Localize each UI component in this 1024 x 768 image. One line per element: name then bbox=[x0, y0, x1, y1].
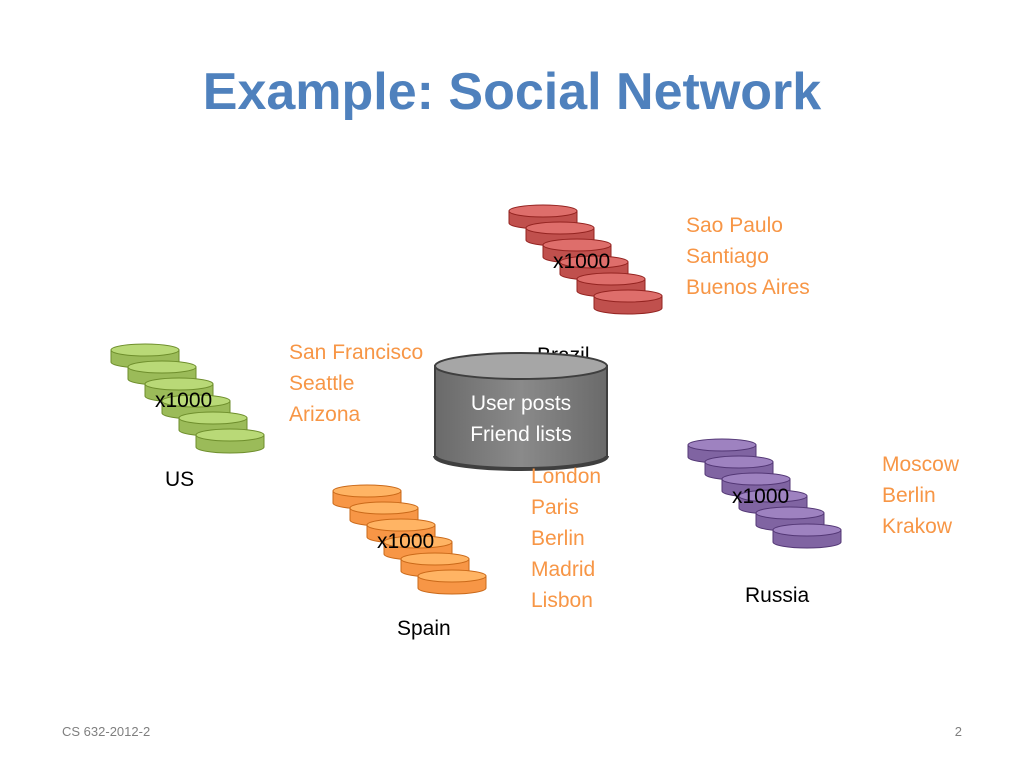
us-count-label: x1000 bbox=[155, 389, 213, 412]
city-item: Arizona bbox=[289, 403, 361, 426]
server-disk-icon bbox=[772, 523, 842, 549]
us-city-list: San Francisco Seattle Arizona bbox=[289, 337, 423, 430]
russia-city-list: Moscow Berlin Krakow bbox=[882, 449, 959, 542]
db-line-friend-lists: Friend lists bbox=[470, 423, 572, 446]
city-item: Berlin bbox=[531, 527, 585, 550]
slide-title: Example: Social Network bbox=[202, 63, 822, 121]
russia-region-label: Russia bbox=[745, 584, 810, 607]
server-disk-icon bbox=[559, 255, 629, 281]
city-item: Seattle bbox=[289, 372, 355, 395]
server-disk-icon bbox=[738, 489, 808, 515]
city-item: Madrid bbox=[531, 558, 596, 581]
footer-course-label: CS 632-2012-2 bbox=[62, 724, 151, 739]
slide-page-number: 2 bbox=[954, 724, 962, 739]
city-item: Moscow bbox=[882, 453, 960, 476]
city-item: Lisbon bbox=[531, 589, 593, 612]
server-disk-icon bbox=[525, 221, 595, 247]
brazil-city-list: Sao Paulo Santiago Buenos Aires bbox=[686, 210, 810, 303]
server-disk-icon bbox=[195, 428, 265, 454]
server-disk-icon bbox=[417, 569, 487, 595]
russia-count-label: x1000 bbox=[732, 485, 790, 508]
city-item: Buenos Aires bbox=[686, 276, 810, 299]
spain-count-label: x1000 bbox=[377, 530, 435, 553]
city-item: Krakow bbox=[882, 515, 953, 538]
city-item: Berlin bbox=[882, 484, 936, 507]
city-item: Santiago bbox=[686, 245, 769, 268]
brazil-count-label: x1000 bbox=[553, 250, 611, 273]
central-database-icon bbox=[433, 352, 609, 471]
city-item: San Francisco bbox=[289, 341, 424, 364]
spain-region-label: Spain bbox=[397, 617, 451, 640]
central-database-label: User posts Friend lists bbox=[432, 388, 610, 450]
us-region-label: US bbox=[165, 468, 195, 491]
db-line-user-posts: User posts bbox=[470, 392, 572, 415]
server-disk-icon bbox=[508, 204, 578, 230]
city-item: Paris bbox=[531, 496, 579, 519]
city-item: London bbox=[531, 465, 602, 488]
spain-city-list: London Paris Berlin Madrid Lisbon bbox=[531, 461, 601, 616]
city-item: Sao Paulo bbox=[686, 214, 783, 237]
server-disk-icon bbox=[593, 289, 663, 315]
